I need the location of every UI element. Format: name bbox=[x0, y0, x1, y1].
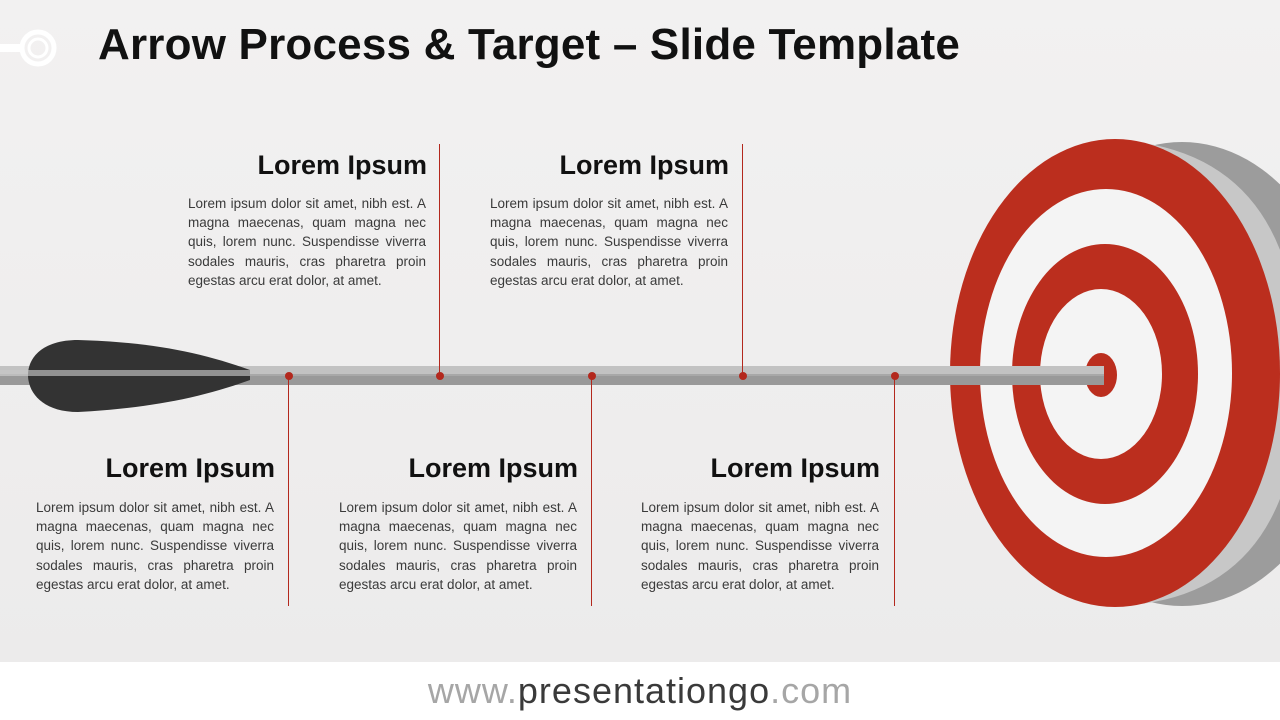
step-marker-5 bbox=[891, 372, 899, 380]
connector-line-5 bbox=[894, 376, 895, 606]
step-5-heading: Lorem Ipsum bbox=[710, 453, 880, 483]
connector-line-2 bbox=[439, 144, 440, 376]
footer-brand: presentationgo bbox=[517, 670, 771, 711]
step-3-text: Lorem ipsum dolor sit amet, nibh est. A … bbox=[339, 500, 577, 592]
step-marker-4 bbox=[739, 372, 747, 380]
step-marker-3 bbox=[588, 372, 596, 380]
footer-suffix: .com bbox=[770, 670, 853, 711]
footer-url: www.presentationgo.com bbox=[0, 662, 1280, 720]
step-marker-1 bbox=[285, 372, 293, 380]
arrow-target-graphic bbox=[0, 139, 1280, 607]
step-4-heading: Lorem Ipsum bbox=[559, 150, 729, 180]
footer-prefix: www. bbox=[427, 670, 518, 711]
target-icon bbox=[950, 139, 1280, 607]
step-2-heading: Lorem Ipsum bbox=[257, 150, 427, 180]
slide: Arrow Process & Target – Slide Template bbox=[0, 0, 1280, 662]
step-1-text: Lorem ipsum dolor sit amet, nibh est. A … bbox=[36, 500, 274, 592]
step-marker-2 bbox=[436, 372, 444, 380]
step-4-text: Lorem ipsum dolor sit amet, nibh est. A … bbox=[490, 196, 728, 288]
connector-line-3 bbox=[591, 376, 592, 606]
connector-line-4 bbox=[742, 144, 743, 376]
slide-title: Arrow Process & Target – Slide Template bbox=[98, 20, 960, 69]
step-5-text: Lorem ipsum dolor sit amet, nibh est. A … bbox=[641, 500, 879, 592]
step-2-text: Lorem ipsum dolor sit amet, nibh est. A … bbox=[188, 196, 426, 288]
logo-icon bbox=[0, 29, 57, 67]
step-1-heading: Lorem Ipsum bbox=[105, 453, 275, 483]
connector-line-1 bbox=[288, 376, 289, 606]
arrow-shaft bbox=[0, 366, 1104, 385]
step-3-heading: Lorem Ipsum bbox=[408, 453, 578, 483]
